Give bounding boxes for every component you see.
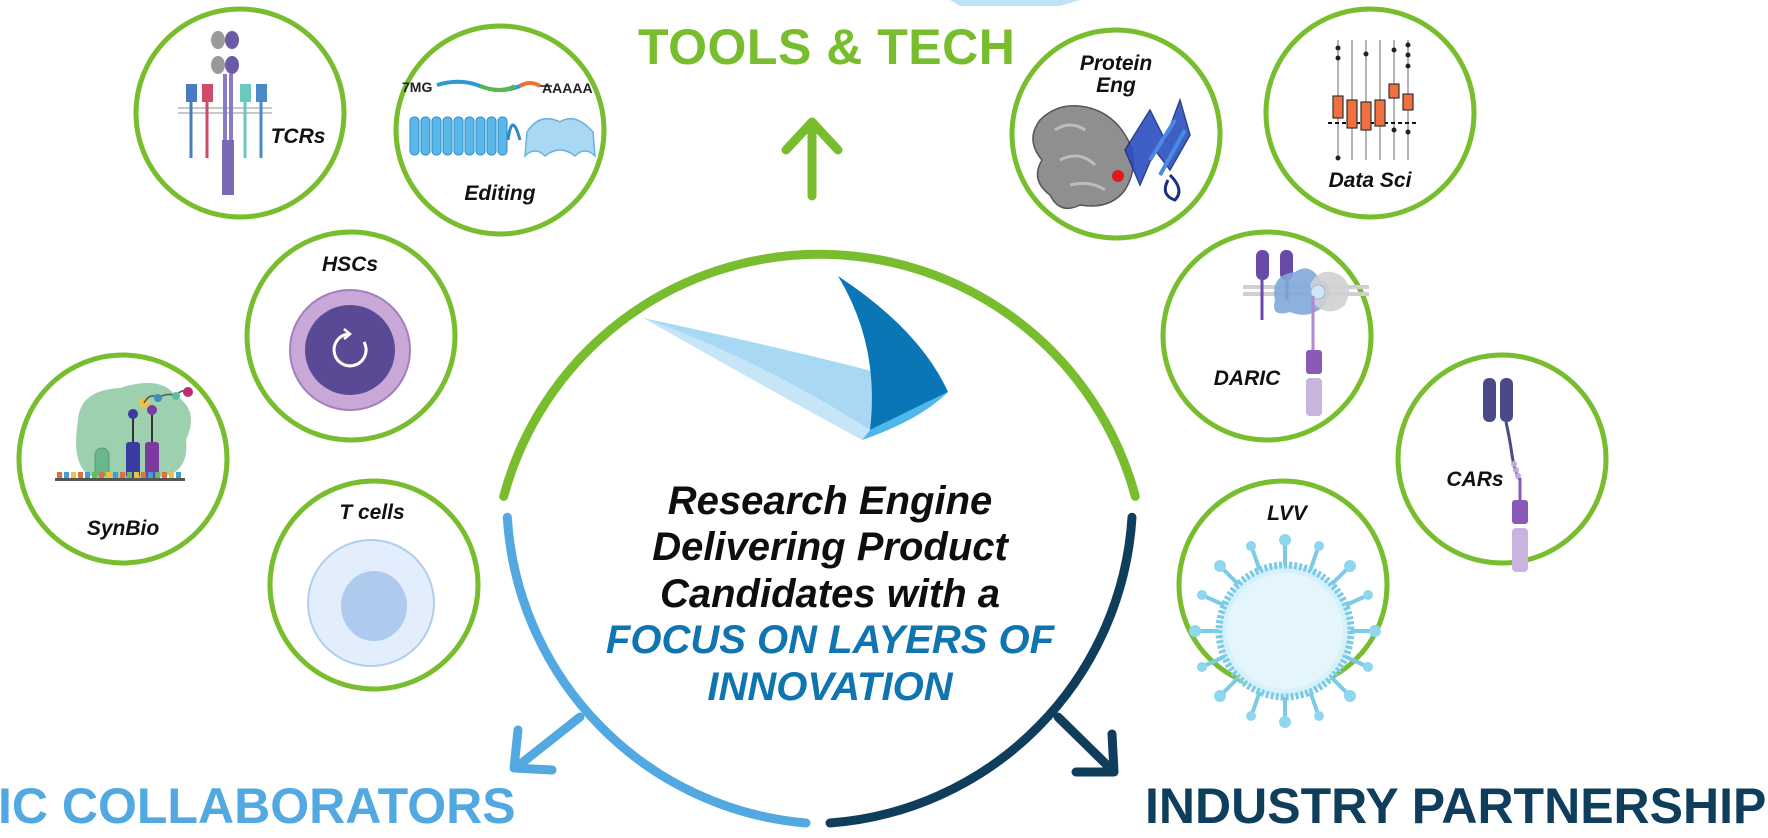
center-statement: Research Engine Delivering Product Candi…	[600, 478, 1060, 710]
industry-arrow-shaft	[1053, 712, 1117, 775]
protein-eng-label-line1: Protein	[1079, 52, 1153, 75]
daric-label: DARIC	[1213, 367, 1281, 390]
industry-arc	[825, 512, 1137, 828]
lvv-label: LVV	[1267, 502, 1307, 525]
industry-arrow-head	[1071, 729, 1119, 777]
company-logo	[643, 276, 948, 440]
tools-arrow-head	[781, 117, 843, 155]
industry-partnerships-heading: INDUSTRY PARTNERSHIPS	[1145, 778, 1768, 834]
editing-tail-text: AAAAA	[542, 80, 593, 96]
protein-eng-label: Protein Eng	[1079, 52, 1153, 98]
cars-label: CARs	[1446, 468, 1504, 491]
academic-arrow-head	[509, 725, 557, 775]
center-highlight-1: FOCUS ON LAYERS OF	[605, 618, 1055, 663]
tcells-label: T cells	[339, 501, 405, 524]
daric-receptor-icon	[1243, 250, 1369, 416]
tcr-receptor-icon	[178, 31, 272, 195]
center-line-2: Delivering Product	[652, 525, 1008, 570]
cars-circle	[1395, 352, 1609, 566]
synbio-label: SynBio	[86, 517, 160, 540]
center-highlight-2: INNOVATION	[707, 664, 953, 709]
t-cell-icon	[307, 539, 435, 667]
lentiviral-vector-icon	[1189, 534, 1381, 728]
stem-cell-icon	[289, 289, 411, 411]
tools-tech-heading: TOOLS & TECH	[638, 19, 1016, 75]
academic-collaborators-heading: IC COLLABORATORS	[0, 778, 516, 834]
center-line-1: Research Engine	[667, 479, 993, 523]
top-edge-mark	[950, 0, 1080, 6]
boxplot-icon	[1328, 40, 1418, 161]
car-receptor-icon	[1483, 378, 1528, 572]
gene-editing-icon	[409, 79, 596, 158]
protein-structure-icon	[1032, 97, 1191, 210]
protein-eng-label-line2: Eng	[1096, 74, 1136, 98]
data-sci-label: Data Sci	[1328, 169, 1412, 192]
tcrs-label: TCRs	[270, 125, 326, 148]
hscs-label: HSCs	[321, 253, 379, 276]
academic-arc	[502, 512, 811, 828]
academic-arrow-shaft	[513, 712, 585, 771]
editing-cap-text: 7MG	[402, 79, 432, 95]
editing-label: Editing	[464, 182, 536, 205]
synthetic-biology-icon	[55, 382, 193, 481]
tools-arc	[499, 249, 1140, 501]
center-line-3: Candidates with a	[659, 571, 1001, 616]
